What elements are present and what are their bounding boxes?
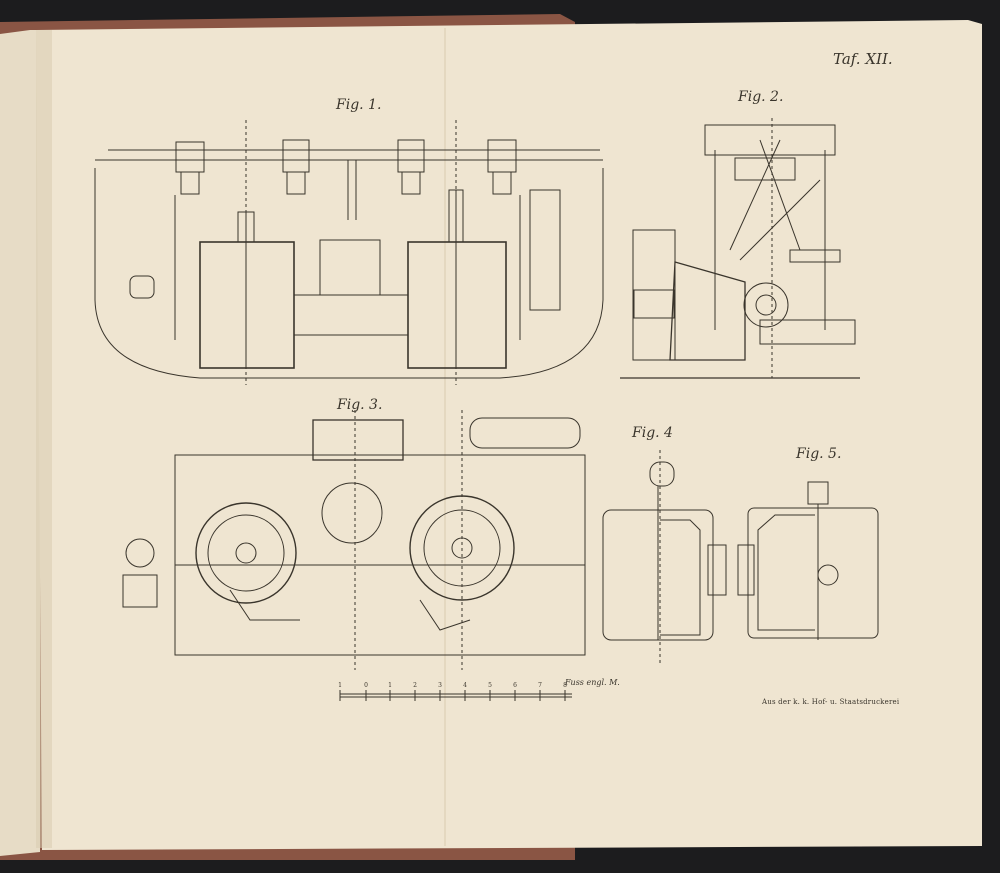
scale-tick: 7 xyxy=(538,682,542,689)
figure-label-4: Fig. 4 xyxy=(632,425,673,441)
fig2-drawing xyxy=(620,118,860,379)
scale-tick: 1 xyxy=(338,682,342,689)
gutter-shadow xyxy=(36,30,52,848)
scale-tick: 6 xyxy=(513,682,517,689)
plate-page xyxy=(36,20,982,850)
printer-imprint: Aus der k. k. Hof- u. Staatsdruckerei xyxy=(762,698,900,706)
scale-tick: 4 xyxy=(463,682,467,689)
fig4-drawing xyxy=(602,450,727,665)
scale-tick: 2 xyxy=(413,682,417,689)
figure-label-5: Fig. 5. xyxy=(796,446,842,462)
figure-label-1: Fig. 1. xyxy=(336,97,382,113)
scale-tick: 1 xyxy=(388,682,392,689)
left-page xyxy=(0,30,40,856)
scale-tick: 8 xyxy=(563,682,567,689)
scale-tick-labels: 1 0 1 2 3 4 5 6 7 8 xyxy=(338,682,567,689)
drawings xyxy=(94,118,879,701)
scale-bar xyxy=(339,690,572,701)
scale-tick: 5 xyxy=(488,682,492,689)
scale-tick: 0 xyxy=(364,682,368,689)
fig1-drawing xyxy=(94,120,604,385)
figure-label-2: Fig. 2. xyxy=(738,89,784,105)
fig5-drawing xyxy=(737,481,879,640)
scale-unit-label: Fuss engl. M. xyxy=(565,678,620,687)
scale-tick: 3 xyxy=(438,682,442,689)
figure-label-3: Fig. 3. xyxy=(337,397,383,413)
fig3-drawing xyxy=(122,410,586,670)
plate-number: Taf. XII. xyxy=(833,50,893,68)
